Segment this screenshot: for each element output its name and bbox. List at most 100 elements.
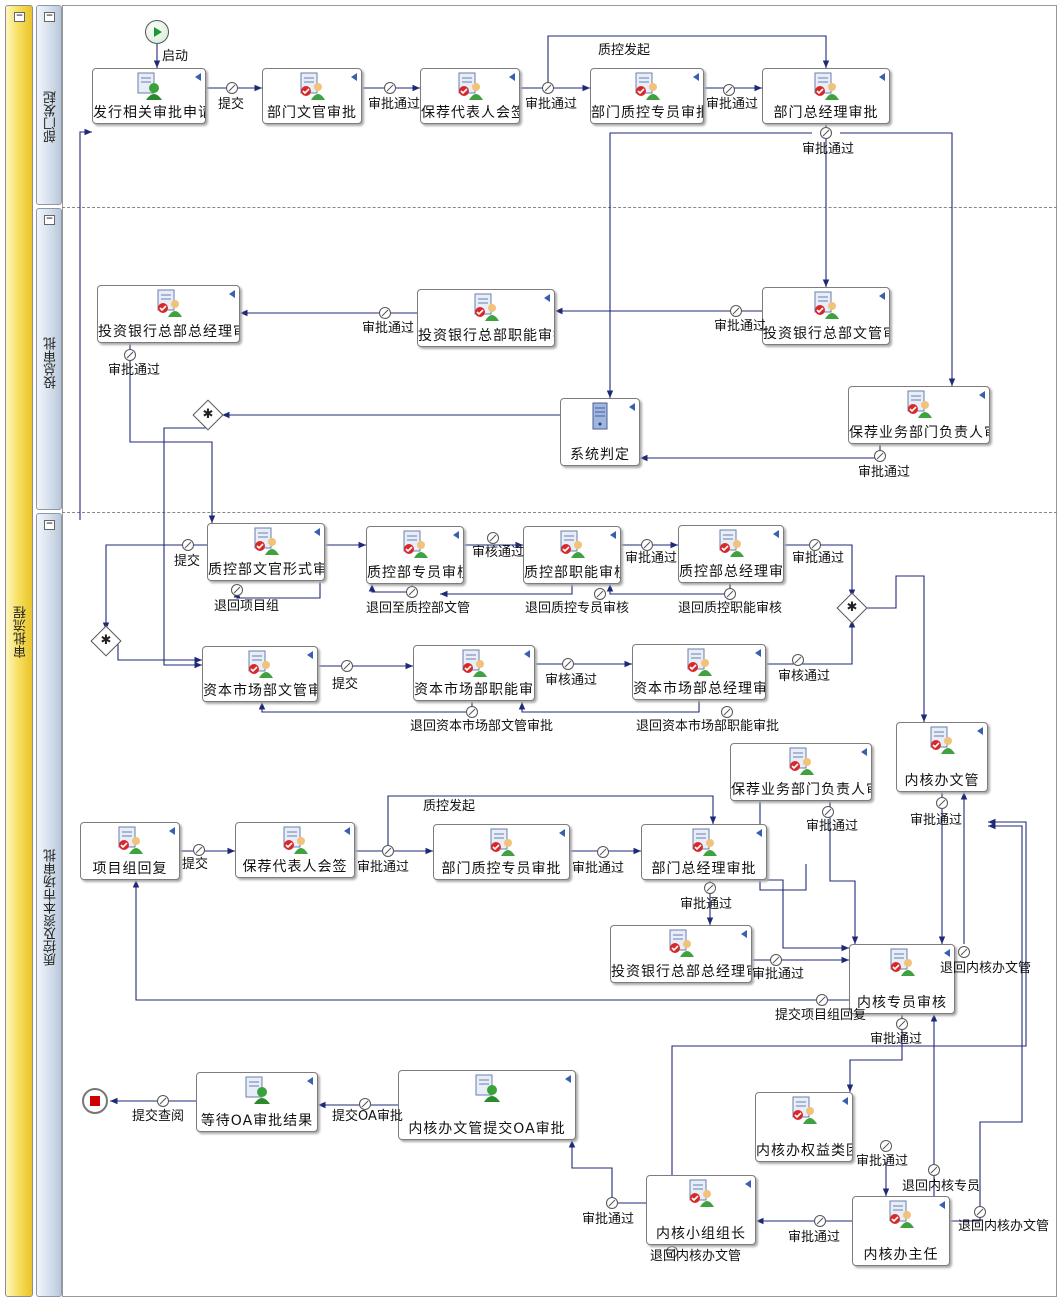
flow-label-e41: 退回内核办文管: [650, 1249, 742, 1264]
task-t3[interactable]: 保荐代表人会签: [420, 68, 520, 124]
task-marker-icon: [524, 650, 530, 658]
sequence-flow[interactable]: [102, 544, 207, 630]
sequence-flow[interactable]: [840, 132, 956, 386]
task-t29[interactable]: 内核小组组长: [646, 1175, 756, 1245]
sequence-flow[interactable]: [950, 822, 1023, 1222]
task-t13[interactable]: 质控部职能审核: [523, 526, 621, 584]
condition-marker-slash: [599, 848, 607, 856]
start-event[interactable]: [145, 20, 169, 44]
condition-marker-slash: [726, 590, 734, 598]
sequence-flow[interactable]: [440, 584, 573, 598]
task-t14[interactable]: 质控部总经理审批: [678, 525, 784, 583]
task-label: 等待OA审批结果: [200, 1113, 314, 1129]
task-t5[interactable]: 部门总经理审批: [762, 68, 890, 124]
sequence-flow[interactable]: [671, 818, 1027, 1245]
task-t30[interactable]: 内核办主任: [852, 1196, 950, 1266]
sequence-flow[interactable]: [568, 1140, 646, 1204]
sequence-flow[interactable]: [547, 35, 830, 88]
task-t15[interactable]: 资本市场部文管审批: [202, 646, 318, 702]
task-label: 投资银行总部职能审批: [418, 328, 555, 344]
sequence-flow[interactable]: [725, 879, 849, 952]
task-t28[interactable]: 内核办权益类团队负责人: [755, 1092, 853, 1162]
task-t7[interactable]: 投资银行总部职能审批: [417, 289, 555, 347]
sequence-flow[interactable]: [864, 575, 928, 722]
task-t10[interactable]: 保荐业务部门负责人审核: [848, 386, 990, 444]
condition-marker-slash: [706, 884, 714, 892]
sequence-flow[interactable]: [640, 444, 881, 462]
sequence-flow[interactable]: [606, 132, 812, 398]
lane-collapse-button[interactable]: −: [44, 519, 55, 530]
condition-marker-slash: [816, 1217, 824, 1225]
user-check-icon: [251, 526, 281, 556]
user-green-icon: [134, 71, 164, 101]
task-t12[interactable]: 质控部专员审核: [366, 526, 464, 584]
sequence-flow[interactable]: [606, 583, 731, 595]
end-event[interactable]: [82, 1088, 108, 1114]
task-label: 内核办文管: [904, 773, 980, 789]
task-t24[interactable]: 投资银行总部总经理审批: [610, 925, 752, 983]
task-t23[interactable]: 部门总经理审批: [641, 824, 767, 880]
user-check-icon: [904, 389, 934, 419]
flow-label-e19: 退回质控职能审核: [678, 601, 783, 616]
condition-marker-slash: [822, 129, 830, 137]
sequence-flow[interactable]: [368, 584, 413, 593]
sequence-flow[interactable]: [129, 343, 216, 523]
flow-label-e24: 退回资本市场部职能审批: [636, 719, 780, 734]
task-t16[interactable]: 资本市场部职能审核: [413, 645, 535, 701]
sequence-flow[interactable]: [258, 702, 473, 713]
task-t17[interactable]: 资本市场部总经理审批: [632, 644, 766, 700]
task-t19[interactable]: 保荐业务部门负责人审核: [730, 743, 872, 801]
task-t11[interactable]: 质控部文官形式审核: [207, 523, 325, 581]
user-check-icon: [811, 71, 841, 101]
task-t18[interactable]: 内核办文管: [896, 722, 988, 792]
task-label: 系统判定: [570, 447, 630, 463]
task-marker-icon: [195, 73, 201, 81]
flow-label-e8: 审批通过: [714, 319, 767, 334]
task-t21[interactable]: 保荐代表人会签: [235, 822, 355, 878]
flow-label-e43: 退回内核办文管: [958, 1219, 1050, 1234]
user-check-icon: [689, 827, 719, 857]
task-marker-icon: [773, 530, 779, 538]
sequence-flow[interactable]: [766, 620, 856, 665]
task-t2[interactable]: 部门文官审批: [262, 68, 362, 124]
task-t1[interactable]: 发行相关审批申请: [92, 68, 206, 124]
sequence-flow[interactable]: [132, 880, 849, 1001]
task-t8[interactable]: 投资银行总部文管审批: [762, 287, 890, 345]
task-marker-icon: [307, 1077, 313, 1085]
user-check-icon: [487, 827, 517, 857]
flow-label-e25: 审批通过: [806, 819, 859, 834]
condition-marker-slash: [596, 590, 604, 598]
task-t6[interactable]: 投资银行总部总经理审批: [97, 285, 240, 343]
flow-label-e7: 审批通过: [802, 142, 855, 157]
lane-collapse-button[interactable]: −: [44, 214, 55, 225]
task-t22[interactable]: 部门质控专员审批: [433, 824, 570, 880]
sequence-flow[interactable]: [784, 544, 856, 597]
pool-collapse-button[interactable]: −: [14, 11, 25, 22]
flow-label-e15: 退回至质控部文管: [366, 601, 471, 616]
task-t20[interactable]: 项目组回复: [80, 822, 180, 880]
task-marker-icon: [939, 1201, 945, 1209]
sequence-flow[interactable]: [79, 128, 92, 520]
user-check-icon: [789, 1095, 819, 1125]
sequence-flow[interactable]: [518, 700, 700, 713]
user-check-icon: [557, 529, 587, 559]
sequence-flow[interactable]: [846, 1014, 903, 1092]
flow-label-e14: 审核通过: [472, 545, 525, 560]
sequence-flow[interactable]: [387, 795, 717, 851]
condition-marker-slash: [930, 1166, 938, 1174]
condition-marker-slash: [824, 808, 832, 816]
task-label: 质控部总经理审批: [679, 564, 784, 580]
sequence-flow[interactable]: [163, 427, 208, 669]
sequence-flow[interactable]: [117, 641, 202, 664]
task-t9[interactable]: 系统判定: [560, 398, 640, 466]
sequence-flow[interactable]: [829, 800, 859, 944]
condition-marker-slash: [725, 86, 733, 94]
task-t26[interactable]: 等待OA审批结果: [196, 1072, 318, 1132]
lane-collapse-button[interactable]: −: [44, 11, 55, 22]
sequence-flow[interactable]: [233, 582, 321, 599]
condition-marker-slash: [343, 662, 351, 670]
task-t4[interactable]: 部门质控专员审批: [590, 68, 704, 124]
task-t25[interactable]: 内核专员审核: [849, 944, 955, 1014]
task-t27[interactable]: 内核办文管提交OA审批: [398, 1070, 576, 1140]
